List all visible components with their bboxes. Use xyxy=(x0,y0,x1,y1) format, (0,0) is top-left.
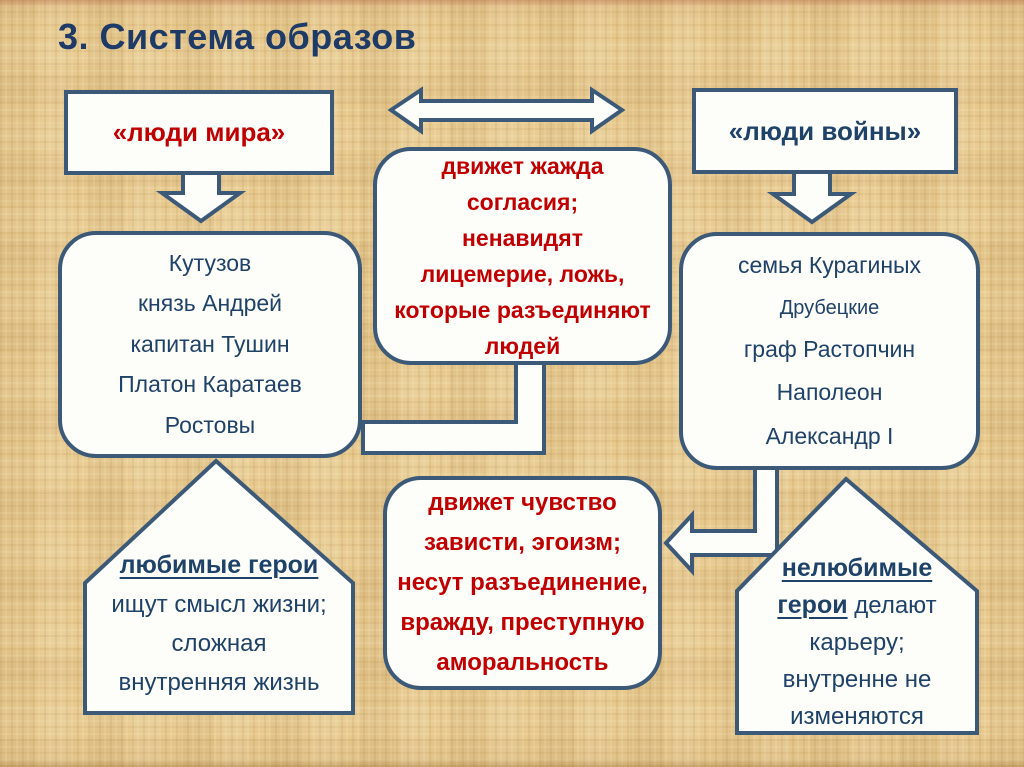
down-arrow-right-icon xyxy=(766,170,858,225)
list-item: Друбецкие xyxy=(779,296,880,319)
house-shape-favorite xyxy=(83,458,355,715)
war-label-box: «люди войны» xyxy=(692,88,958,174)
unfavorite-heroes-line2: герои делают xyxy=(732,587,982,624)
favorite-heroes-heading: любимые герои xyxy=(119,551,319,579)
war-characters-box: семья Курагиных Друбецкие граф Растопчин… xyxy=(679,232,980,470)
unfavorite-heroes-heading-word: герои xyxy=(777,591,848,619)
elbow-arrow-war xyxy=(663,460,779,577)
list-item: Александр I xyxy=(765,422,894,449)
slide-top-edge xyxy=(0,0,1024,8)
elbow-connector-peace xyxy=(361,356,546,455)
peace-label: «люди мира» xyxy=(112,117,286,147)
favorite-heroes-text: любимые герои ищут смысл жизни; сложная … xyxy=(79,546,359,702)
slide-title: 3. Система образов xyxy=(58,16,417,57)
list-item: граф Растопчин xyxy=(743,335,916,362)
unfavorite-heroes-body: карьеру; внутренне не изменяются xyxy=(782,629,932,730)
favorite-heroes-body: ищут смысл жизни; сложная внутренняя жиз… xyxy=(111,591,327,696)
peace-label-box: «люди мира» xyxy=(64,90,334,175)
peace-characters-box: Кутузов князь Андрей капитан Тушин Плато… xyxy=(58,231,362,458)
slide-bottom-edge xyxy=(0,758,1024,767)
list-item: Ростовы xyxy=(164,412,256,439)
house-shape-unfavorite xyxy=(735,476,979,735)
list-item: Платон Каратаев xyxy=(118,371,302,398)
war-motives-text: движет чувство зависти, эгоизм; несут ра… xyxy=(397,489,648,676)
list-item: князь Андрей xyxy=(137,290,283,317)
peace-motives-text: движет жажда согласия; ненавидят лицемер… xyxy=(394,153,651,359)
unfavorite-heroes-after-heading: делают xyxy=(847,592,937,619)
double-arrow-icon xyxy=(387,86,626,135)
war-motives-box: движет чувство зависти, эгоизм; несут ра… xyxy=(383,476,662,690)
list-item: Кутузов xyxy=(168,249,252,276)
unfavorite-heroes-heading-line1: нелюбимые xyxy=(781,554,933,582)
down-arrow-left-icon xyxy=(155,169,247,224)
war-label: «люди войны» xyxy=(728,115,922,146)
peace-motives-box: движет жажда согласия; ненавидят лицемер… xyxy=(373,147,672,365)
list-item: Наполеон xyxy=(776,379,883,406)
list-item: капитан Тушин xyxy=(130,330,290,357)
unfavorite-heroes-text: нелюбимые герои делают карьеру; внутренн… xyxy=(732,550,982,735)
list-item: семья Курагиных xyxy=(737,252,922,279)
